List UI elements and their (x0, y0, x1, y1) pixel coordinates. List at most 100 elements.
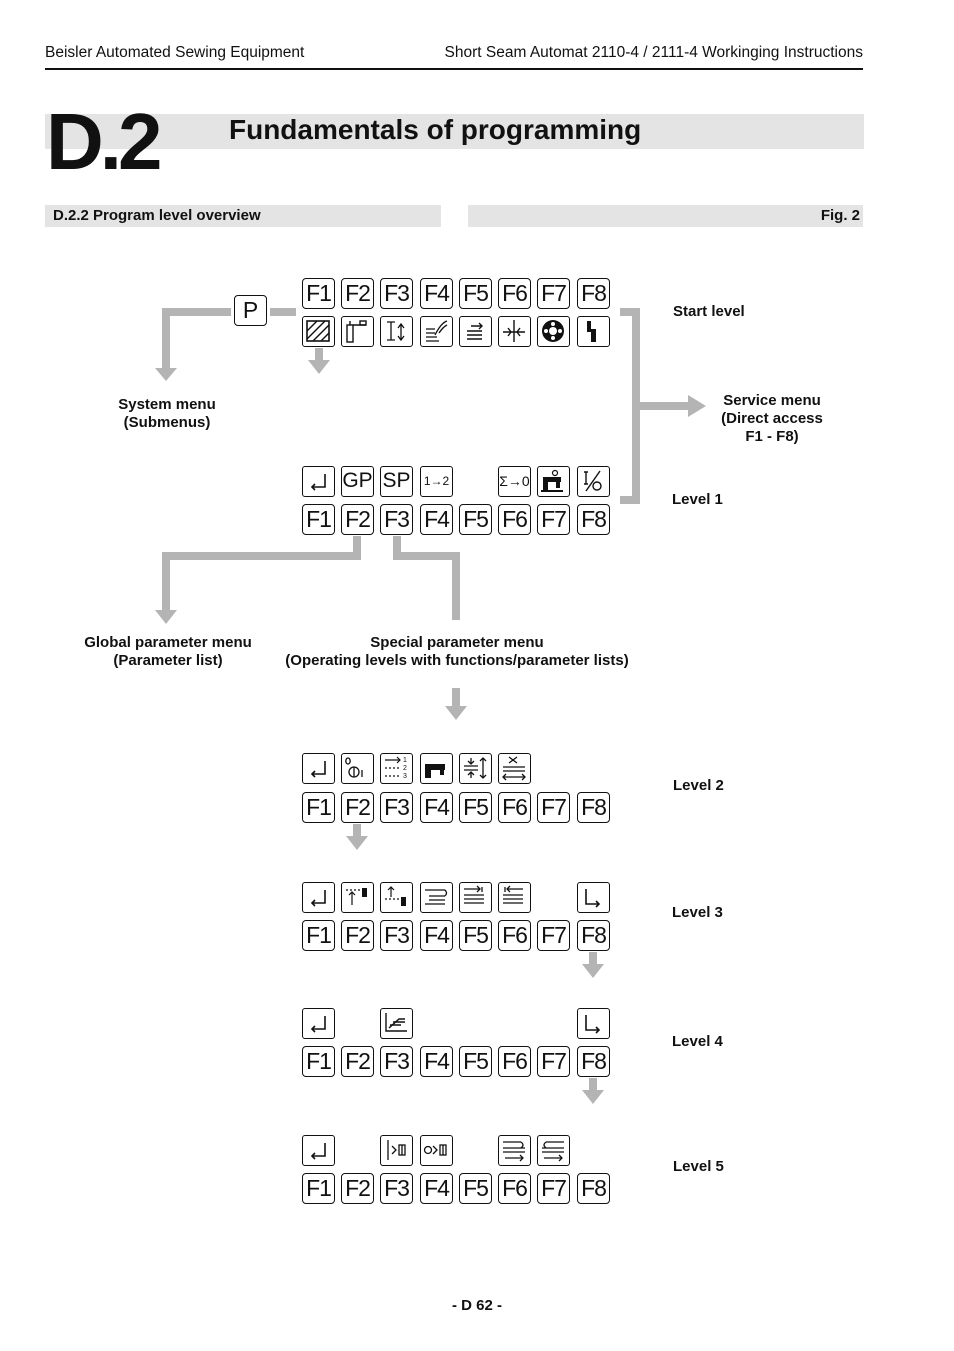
one-to-two-icon[interactable]: 1→2 (420, 466, 453, 497)
level4-f1-key[interactable]: F1 (302, 1046, 335, 1077)
return-icon[interactable] (302, 1135, 335, 1166)
level2-f7-key[interactable]: F7 (537, 792, 570, 823)
level5-f4-key[interactable]: F4 (420, 1173, 453, 1204)
start-f1-key[interactable]: F1 (302, 278, 335, 309)
fold-icon[interactable] (341, 316, 374, 347)
level2-f4-key[interactable]: F4 (420, 792, 453, 823)
level5-label: Level 5 (673, 1158, 724, 1175)
level2-f6-key[interactable]: F6 (498, 792, 531, 823)
level4-f6-key[interactable]: F6 (498, 1046, 531, 1077)
level5-f8-key[interactable]: F8 (577, 1173, 610, 1204)
level5-f3-key[interactable]: F3 (380, 1173, 413, 1204)
global-menu-arrowhead (155, 610, 177, 624)
level4-f2-key[interactable]: F2 (341, 1046, 374, 1077)
level2-f3-key[interactable]: F3 (380, 792, 413, 823)
level3-f8-key[interactable]: F8 (577, 920, 610, 951)
level1-f8-key[interactable]: F8 (577, 504, 610, 535)
gp-key[interactable]: GP (341, 466, 374, 497)
level3-f3-key[interactable]: F3 (380, 920, 413, 951)
start-f5-key[interactable]: F5 (459, 278, 492, 309)
start-f8-key[interactable]: F8 (577, 278, 610, 309)
special-menu-label: Special parameter menu (Operating levels… (262, 634, 652, 670)
level3-f4-key[interactable]: F4 (420, 920, 453, 951)
spool-icon[interactable] (537, 316, 570, 347)
level1-f3-key[interactable]: F3 (380, 504, 413, 535)
level1-f2-key[interactable]: F2 (341, 504, 374, 535)
align-icon[interactable] (420, 882, 453, 913)
start-f6-key[interactable]: F6 (498, 278, 531, 309)
p-key[interactable]: P (234, 295, 267, 326)
feed-left-icon[interactable] (537, 1135, 570, 1166)
level2-f2-key[interactable]: F2 (341, 792, 374, 823)
start-f7-key[interactable]: F7 (537, 278, 570, 309)
photocell-icon[interactable] (420, 1135, 453, 1166)
sp-key[interactable]: SP (380, 466, 413, 497)
start-pos-icon[interactable] (341, 882, 374, 913)
step-icon[interactable] (577, 316, 610, 347)
return-icon[interactable] (302, 753, 335, 784)
level1-f6-key[interactable]: F6 (498, 504, 531, 535)
start-f2-key[interactable]: F2 (341, 278, 374, 309)
level3-f6-key[interactable]: F6 (498, 920, 531, 951)
level4-f5-key[interactable]: F5 (459, 1046, 492, 1077)
end-pos-icon[interactable] (380, 882, 413, 913)
page-number: - D 62 - (451, 1297, 502, 1314)
machine-icon[interactable] (420, 753, 453, 784)
edge-in-icon[interactable] (459, 882, 492, 913)
seam-length-icon[interactable] (380, 316, 413, 347)
level5-f2-key[interactable]: F2 (341, 1173, 374, 1204)
level3-f2-key[interactable]: F2 (341, 920, 374, 951)
hatch-icon[interactable] (302, 316, 335, 347)
distance-icon[interactable] (459, 753, 492, 784)
level1-f1-key[interactable]: F1 (302, 504, 335, 535)
level5-f7-key[interactable]: F7 (537, 1173, 570, 1204)
onoff-icon[interactable] (341, 753, 374, 784)
return-icon[interactable] (302, 882, 335, 913)
sewing-machine-icon[interactable] (537, 466, 570, 497)
sp-text: SP (382, 469, 411, 492)
global-menu-subtitle: (Parameter list) (113, 652, 223, 669)
sum-reset-icon[interactable]: Σ→0 (498, 466, 531, 497)
feed-right-icon[interactable] (498, 1135, 531, 1166)
gp-text: GP (342, 469, 373, 492)
level2-f1-key[interactable]: F1 (302, 792, 335, 823)
stack-icon[interactable] (459, 316, 492, 347)
level1-f5-key[interactable]: F5 (459, 504, 492, 535)
level3-f5-key[interactable]: F5 (459, 920, 492, 951)
cut-icon[interactable] (498, 753, 531, 784)
special-menu-title: Special parameter menu (370, 634, 544, 651)
level1-f7-key[interactable]: F7 (537, 504, 570, 535)
edge-out-icon[interactable] (498, 882, 531, 913)
level1-f4-key[interactable]: F4 (420, 504, 453, 535)
figure-label: Fig. 2 (468, 205, 863, 227)
thread-icon[interactable] (420, 316, 453, 347)
svg-text:2: 2 (403, 765, 407, 772)
system-menu-connector (162, 308, 231, 368)
level3-f1-key[interactable]: F1 (302, 920, 335, 951)
start-f3-key[interactable]: F3 (380, 278, 413, 309)
next-level-icon[interactable] (577, 882, 610, 913)
next-level-icon[interactable] (577, 1008, 610, 1039)
header-rule (45, 68, 863, 70)
level4-f7-key[interactable]: F7 (537, 1046, 570, 1077)
start-f4-key[interactable]: F4 (420, 278, 453, 309)
level2-f8-key[interactable]: F8 (577, 792, 610, 823)
level5-f5-key[interactable]: F5 (459, 1173, 492, 1204)
level3-f7-key[interactable]: F7 (537, 920, 570, 951)
return-icon[interactable] (302, 1008, 335, 1039)
ramp-icon[interactable] (380, 1008, 413, 1039)
sensor-icon[interactable] (380, 1135, 413, 1166)
return-icon[interactable] (302, 466, 335, 497)
level2-f5-key[interactable]: F5 (459, 792, 492, 823)
level5-f1-key[interactable]: F1 (302, 1173, 335, 1204)
level4-f4-key[interactable]: F4 (420, 1046, 453, 1077)
level4-f8-key[interactable]: F8 (577, 1046, 610, 1077)
start-f1-arrowhead (308, 360, 330, 374)
level4-f3-key[interactable]: F3 (380, 1046, 413, 1077)
system-menu-label: System menu (Submenus) (97, 396, 237, 432)
io-icon[interactable] (577, 466, 610, 497)
level5-f6-key[interactable]: F6 (498, 1173, 531, 1204)
needle-icon[interactable] (498, 316, 531, 347)
